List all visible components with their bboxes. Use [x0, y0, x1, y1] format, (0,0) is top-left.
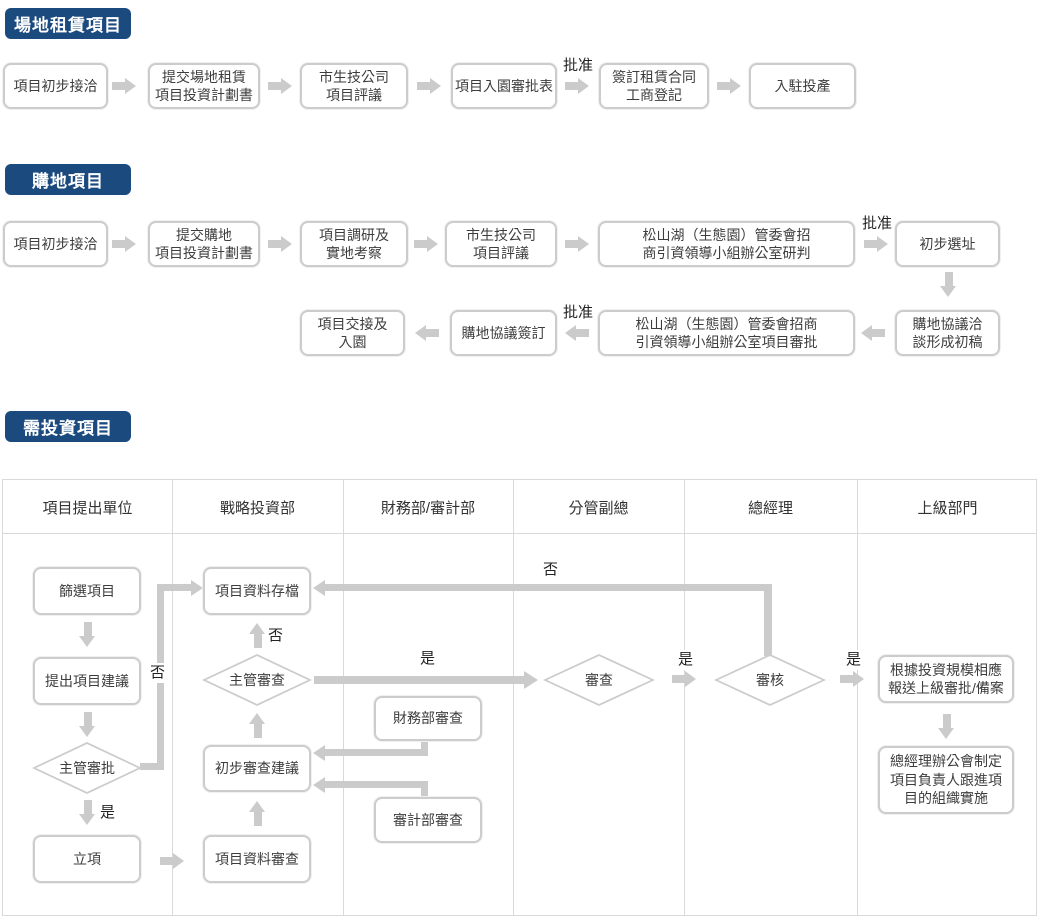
purchase-step-handover-entry: 項目交接及 入園 — [300, 310, 405, 356]
rental-step-sign-contract: 簽訂租賃合同 工商登記 — [599, 63, 709, 109]
inv-decision-supervisor-approval: 主管審批 — [32, 742, 142, 794]
arrow-left-icon — [415, 325, 439, 341]
inv-decision-gm-review: 審核 — [714, 654, 826, 706]
lane-divider — [343, 480, 344, 915]
inv-node-preliminary-review: 初步審查建議 — [203, 745, 311, 792]
purchase-step-site-selection: 初步選址 — [895, 221, 1000, 267]
arrow-right-icon — [160, 853, 184, 869]
yes-label: 是 — [100, 804, 116, 821]
arrow-down-icon — [79, 800, 96, 826]
approve-label: 批准 — [563, 304, 594, 321]
rental-step-entry-approval-form: 項目入園審批表 — [451, 63, 557, 109]
decision-label: 審查 — [585, 672, 613, 688]
lane-header-deputy-gm: 分管副總 — [568, 499, 629, 517]
swimlane-table: 項目提出單位 戰略投資部 財務部/審計部 分管副總 總經理 上級部門 — [2, 479, 1037, 916]
inv-decision-vp-review: 審查 — [543, 654, 655, 706]
arrow-down-icon — [940, 272, 957, 298]
inv-node-report-to-superior: 根據投資規模相應 報送上級審批/備案 — [878, 655, 1014, 703]
lane-header-proposing-unit: 項目提出單位 — [42, 499, 133, 517]
arrowhead-right-icon — [524, 671, 538, 689]
arrow-right-icon — [268, 78, 292, 94]
arrow-right-icon — [112, 236, 136, 252]
section-title-purchase: 購地項目 — [5, 164, 131, 195]
purchase-step-survey: 項目調研及 實地考察 — [300, 221, 408, 267]
lane-header-row — [3, 480, 1036, 534]
lane-divider — [857, 480, 858, 915]
decision-label: 主管審批 — [59, 760, 115, 776]
rental-step-initial-contact: 項目初步接洽 — [3, 63, 108, 109]
connector-line — [421, 781, 428, 797]
section-title-rental: 場地租賃項目 — [5, 8, 131, 39]
arrow-right-icon — [672, 671, 696, 687]
arrow-down-icon — [79, 622, 96, 648]
arrow-right-icon — [565, 236, 589, 252]
arrow-right-icon — [565, 78, 589, 94]
rental-step-move-in: 入駐投產 — [749, 63, 856, 109]
connector-line — [325, 584, 772, 591]
inv-node-screen-projects: 篩選項目 — [33, 567, 141, 615]
lane-header-finance-audit-dept: 財務部/審計部 — [380, 499, 476, 517]
inv-decision-supervisor-review: 主管審查 — [202, 654, 312, 706]
purchase-step-agreement-draft: 購地協議洽 談形成初稿 — [895, 310, 1000, 356]
decision-label: 審核 — [756, 672, 784, 688]
arrow-right-icon — [717, 78, 741, 94]
decision-label: 主管審查 — [229, 672, 285, 688]
purchase-step-committee-study: 松山湖（生態園）管委會招 商引資領導小組辦公室研判 — [598, 221, 855, 267]
connector-line — [421, 740, 428, 756]
inv-node-implementation: 總經理辦公會制定 項目負責人跟進項 目的組織實施 — [878, 746, 1014, 814]
lane-header-superior-dept: 上級部門 — [917, 499, 978, 517]
lane-divider — [684, 480, 685, 915]
rental-step-company-review: 市生技公司 項目評議 — [300, 63, 408, 109]
inv-node-propose-project: 提出項目建議 — [33, 657, 141, 705]
connector-line — [325, 749, 428, 756]
arrow-right-icon — [864, 236, 888, 252]
arrow-down-icon — [938, 714, 955, 740]
purchase-step-initial-contact: 項目初步接洽 — [3, 221, 108, 267]
purchase-step-committee-approval: 松山湖（生態園）管委會招商 引資領導小組辦公室項目審批 — [598, 310, 855, 356]
arrowhead-left-icon — [313, 745, 325, 761]
no-label: 否 — [540, 560, 562, 580]
yes-label: 是 — [843, 650, 865, 670]
connector-line — [325, 781, 428, 788]
arrow-right-icon — [112, 78, 136, 94]
inv-node-finance-review: 財務部審查 — [374, 696, 482, 741]
arrowhead-left-icon — [313, 580, 325, 596]
approve-label: 批准 — [862, 215, 893, 232]
inv-node-establish-project: 立項 — [33, 835, 141, 883]
yes-label: 是 — [417, 649, 439, 669]
purchase-step-company-review: 市生技公司 項目評議 — [445, 221, 557, 267]
arrowhead-right-icon — [191, 580, 203, 596]
lane-divider — [172, 480, 173, 915]
connector-line — [157, 584, 193, 591]
connector-line — [314, 676, 526, 684]
arrow-down-icon — [79, 712, 96, 738]
section-title-investment: 需投資項目 — [5, 411, 131, 442]
connector-line — [764, 588, 772, 656]
arrowhead-left-icon — [313, 777, 325, 793]
arrow-right-icon — [268, 236, 292, 252]
no-label: 否 — [268, 627, 284, 644]
arrow-left-icon — [565, 325, 589, 341]
arrow-right-icon — [840, 671, 864, 687]
no-label: 否 — [147, 663, 169, 683]
arrow-right-icon — [414, 236, 438, 252]
arrow-up-icon — [249, 712, 266, 738]
arrow-left-icon — [861, 325, 885, 341]
yes-label: 是 — [675, 650, 697, 670]
inv-node-audit-review: 審計部審查 — [374, 797, 482, 843]
connector-line — [140, 763, 164, 770]
lane-header-strategy-dept: 戰略投資部 — [219, 499, 295, 517]
inv-node-archive: 項目資料存檔 — [203, 567, 311, 615]
inv-node-data-review: 項目資料審查 — [203, 835, 311, 883]
approve-label: 批准 — [563, 57, 594, 74]
arrow-up-icon — [249, 622, 266, 648]
lane-divider — [513, 480, 514, 915]
arrow-right-icon — [417, 78, 441, 94]
rental-step-submit-plan: 提交場地租賃 項目投資計劃書 — [148, 63, 260, 109]
arrow-up-icon — [249, 800, 266, 826]
lane-header-gm: 總經理 — [747, 499, 793, 517]
purchase-step-submit-plan: 提交購地 項目投資計劃書 — [148, 221, 260, 267]
purchase-step-sign-agreement: 購地協議簽訂 — [450, 310, 557, 356]
